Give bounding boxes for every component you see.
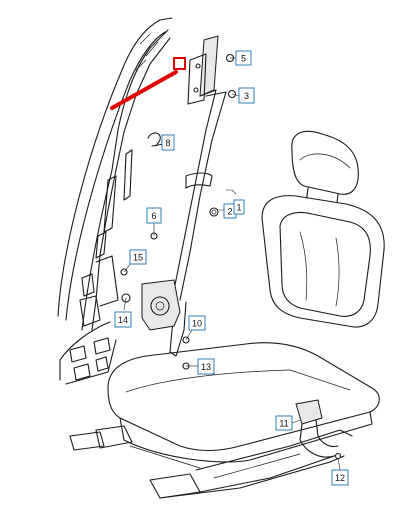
callout-2: 2 [223, 203, 237, 219]
callout-2-label: 2 [227, 207, 232, 217]
callout-5-label: 5 [241, 54, 246, 64]
highlight-box [173, 57, 186, 70]
seat [69, 130, 385, 499]
callout-1-label: 1 [236, 203, 241, 213]
callout-11: 11 [275, 415, 293, 431]
seat-belt-webbing [120, 35, 342, 460]
callout-12-label: 12 [335, 473, 345, 483]
callout-12: 12 [331, 469, 349, 486]
callout-15-label: 15 [133, 253, 143, 263]
callout-14: 14 [114, 311, 132, 328]
callout-14-label: 14 [118, 315, 128, 325]
callout-15: 15 [129, 249, 147, 265]
callout-8: 8 [161, 134, 175, 151]
highlight-arrow [110, 70, 178, 110]
leader-lines [123, 57, 341, 471]
b-pillar-trim [57, 17, 173, 385]
callout-1: 1 [233, 199, 245, 215]
callout-13-label: 13 [201, 362, 211, 372]
callout-8-label: 8 [165, 138, 170, 148]
callout-3: 3 [238, 87, 255, 104]
callout-6-label: 6 [151, 211, 156, 221]
callout-11-label: 11 [279, 419, 288, 429]
callout-3-label: 3 [244, 91, 249, 101]
callout-13: 13 [197, 358, 215, 375]
callout-5: 5 [235, 50, 252, 66]
highlight-indicator [110, 57, 186, 110]
callout-10: 10 [188, 315, 206, 331]
callout-6: 6 [146, 207, 162, 224]
callout-10-label: 10 [192, 319, 202, 329]
